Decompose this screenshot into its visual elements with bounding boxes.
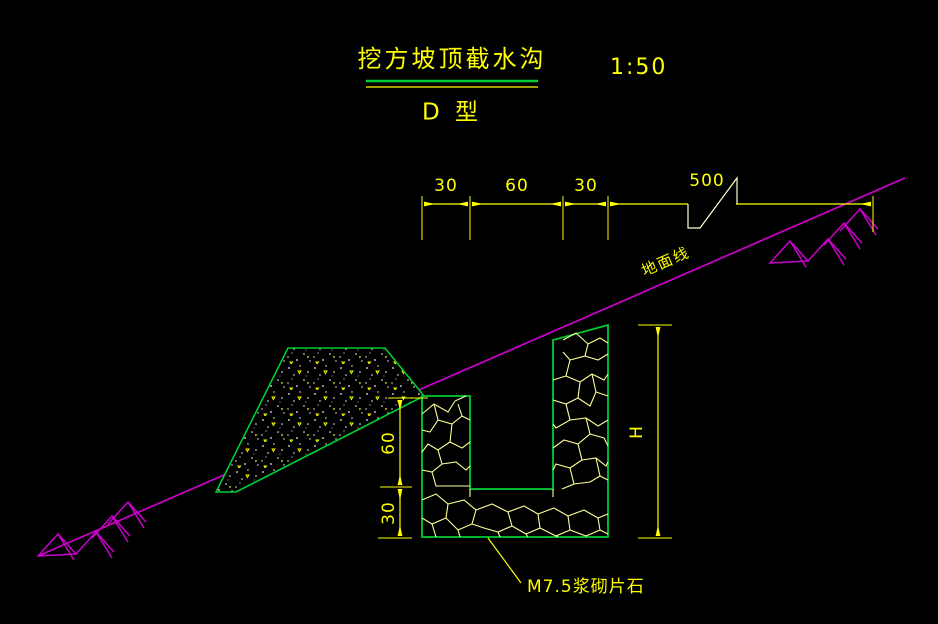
dim-label-30-right: 30 — [574, 176, 598, 196]
horizontal-dimension-chain: 30 60 30 500 — [421, 171, 874, 240]
page-subtitle: D 型 — [422, 100, 482, 126]
embankment-fill — [214, 347, 426, 493]
embankment-outline — [214, 347, 426, 493]
vertical-dimension-chain: 60 30 — [378, 397, 428, 539]
leader-line — [487, 537, 522, 584]
material-callout: M7.5浆砌片石 — [487, 537, 645, 597]
earth-hatch-left — [36, 500, 147, 561]
ditch-structure — [421, 323, 609, 538]
dim-label-v30: 30 — [379, 501, 399, 525]
stone-hatch-right-wall — [552, 332, 609, 490]
scale-label: 1:50 — [610, 55, 667, 80]
title-block: 挖方坡顶截水沟 D 型 1:50 — [358, 45, 667, 126]
ditch-outline — [421, 323, 609, 538]
ground-line — [37, 177, 906, 557]
stone-hatch-left-wall — [421, 395, 471, 487]
page-title: 挖方坡顶截水沟 — [358, 45, 547, 73]
dim-label-30-left: 30 — [434, 176, 458, 196]
height-dimension: H — [627, 324, 672, 539]
stone-hatch-bottom-slab — [421, 489, 609, 538]
material-note: M7.5浆砌片石 — [527, 577, 645, 597]
dim-label-v60: 60 — [379, 431, 399, 455]
earth-hatch-right — [768, 207, 879, 268]
dim-label-H: H — [627, 425, 647, 439]
dim-label-60: 60 — [505, 176, 529, 196]
dim-label-500: 500 — [689, 171, 724, 191]
break-symbol — [687, 176, 738, 229]
